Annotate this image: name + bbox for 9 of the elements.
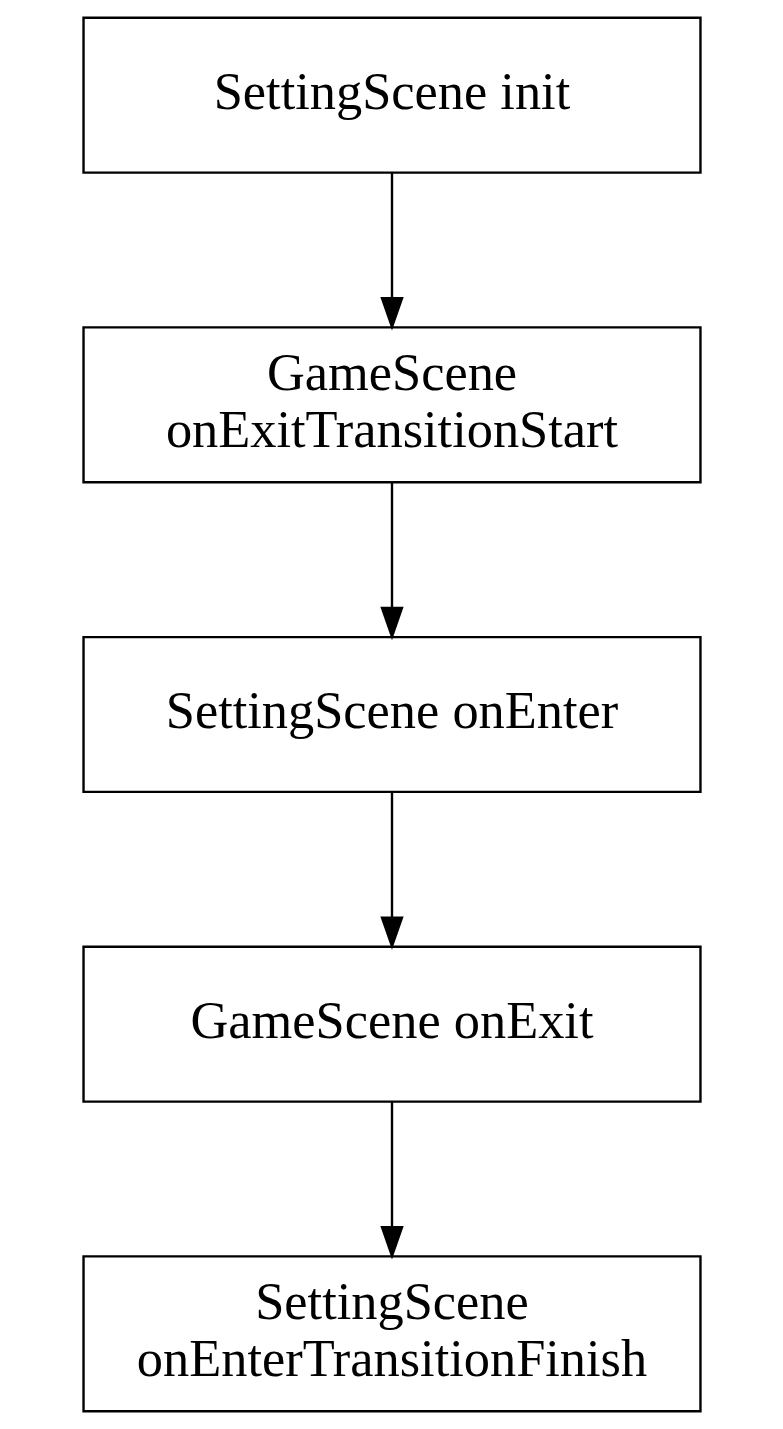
node-box: GameScene onExit: [81, 945, 702, 1103]
node-box: SettingScene init: [81, 16, 702, 174]
arrow: [379, 792, 404, 950]
node-box: SettingScene onEnterTransitionFinish: [81, 1255, 702, 1413]
arrow: [379, 1101, 404, 1260]
node-box: GameScene onExitTransitionStart: [81, 326, 702, 484]
node-box: SettingScene onEnter: [81, 635, 702, 794]
arrow: [379, 482, 404, 641]
arrow: [379, 172, 404, 331]
